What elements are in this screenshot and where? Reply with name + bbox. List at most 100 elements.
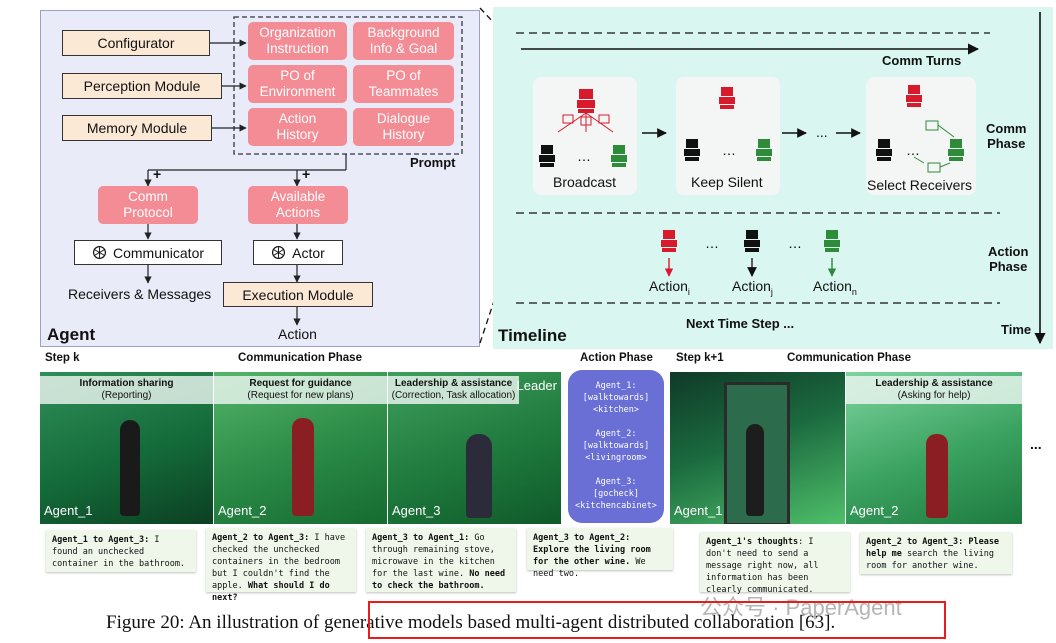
scene-figure <box>466 434 492 518</box>
message-speaker: Agent_1 to Agent_3: <box>52 535 150 545</box>
communicator-label: Communicator <box>112 244 205 261</box>
scene-figure <box>746 424 764 516</box>
action-phase-header: Action Phase <box>580 352 653 364</box>
scene-tag: Leadership & assistance(Asking for help) <box>846 376 1022 404</box>
message-speaker: Agent_1's thoughts <box>706 537 799 547</box>
keep-silent-label: Keep Silent <box>691 174 763 190</box>
action-agent: Agent_1: <box>595 381 637 391</box>
thought-bubble: Agent_1's thoughts: I don't need to send… <box>700 532 850 595</box>
action-verb: [gocheck] <box>592 489 640 499</box>
figure-caption: Figure 20: An illustration of generative… <box>106 612 835 634</box>
message-emphasis: No need to check the bathroom. <box>372 569 506 591</box>
scene-agent-label: Agent_2 <box>218 503 267 518</box>
scene-tag-title: Information sharing <box>79 378 174 389</box>
prompt-dialogue-history: Dialogue History <box>353 108 454 146</box>
action-agent: Agent_2: <box>595 429 637 439</box>
message-text: search the living room for another wine. <box>866 549 994 571</box>
action-entry: Agent_1:[walktowards]<kitchen> <box>568 380 664 416</box>
scene-screenshot-2: Request for guidance(Request for new pla… <box>214 372 387 524</box>
action-object: <kitchencabinet> <box>575 501 657 511</box>
scene-figure <box>120 420 140 516</box>
message-text: I found an unchecked container in the ba… <box>52 535 186 569</box>
message-speaker: Agent_3 to Agent_1: <box>372 533 470 543</box>
prompt-item-text: Action History <box>276 111 319 142</box>
timeline-panel-title: Timeline <box>498 326 567 345</box>
action-i-subscript: i <box>687 286 690 297</box>
action-i-label: Actioni <box>649 278 690 297</box>
action-entry: Agent_2:[walktowards]<livingroom> <box>568 428 664 464</box>
more-ellipsis: ... <box>1030 436 1042 452</box>
prompt-background-info: Background Info & Goal <box>353 22 454 60</box>
prompt-po-environment: PO of Environment <box>248 65 347 103</box>
communication-phase-label: Communication Phase <box>238 352 362 364</box>
memory-module-box: Memory Module <box>62 115 212 141</box>
prompt-po-teammates: PO of Teammates <box>353 65 454 103</box>
scene-screenshot-5: Leadership & assistance(Asking for help)… <box>846 372 1022 524</box>
execution-module-box: Execution Module <box>223 282 373 307</box>
action-agent: Agent_3: <box>595 477 637 487</box>
time-axis-label: Time <box>1001 322 1032 337</box>
ellipsis: ... <box>816 124 828 140</box>
agent-panel-title: Agent <box>47 325 96 344</box>
scene-figure <box>292 418 314 516</box>
openai-icon <box>92 245 107 260</box>
message-text: We need two. <box>533 557 646 579</box>
caption-prefix: Figure 20: An illustration of <box>106 612 324 633</box>
scene-agent-label: Agent_1 <box>44 503 93 518</box>
message-speaker: Agent_2 to Agent_3: Please help me <box>866 537 1000 559</box>
prompt-item-text: PO of Teammates <box>368 68 439 99</box>
scene-screenshot-1: Information sharing(Reporting) Agent_1 <box>40 372 213 524</box>
action-j-label: Actionj <box>732 278 773 297</box>
scene-tag-sub: (Correction, Task allocation) <box>391 390 516 401</box>
broadcast-label: Broadcast <box>553 174 617 190</box>
plus-sign: + <box>302 166 311 182</box>
communicator-box: Communicator <box>74 240 222 265</box>
action-phase-robots-icon: … … <box>661 230 840 252</box>
step-k-label: Step k <box>45 352 80 364</box>
prompt-item-text: Dialogue History <box>376 111 431 142</box>
scene-screenshot-4: Agent_1 <box>670 372 845 524</box>
receivers-messages-label: Receivers & Messages <box>68 286 212 302</box>
message-bubble: Agent_3 to Agent_1: Go through remaining… <box>366 528 516 592</box>
select-receivers-label: Select Receivers <box>867 177 973 193</box>
scene-screenshot-3: Leadership & assistance(Correction, Task… <box>388 372 561 524</box>
available-actions-text: Available Actions <box>270 189 326 220</box>
comm-protocol-box: Comm Protocol <box>98 186 198 224</box>
message-bubble: Agent_2 to Agent_3: Please help me searc… <box>860 532 1012 574</box>
action-phase-card: Agent_1:[walktowards]<kitchen> Agent_2: [… <box>568 370 664 523</box>
message-text: : I don't need to send a message right n… <box>706 537 819 595</box>
leader-label: Leader <box>516 378 557 393</box>
svg-text:…: … <box>577 148 591 164</box>
message-speaker: Agent_2 to Agent_3: <box>212 533 310 543</box>
step-k1-label: Step k+1 <box>676 352 724 364</box>
action-verb: [walktowards] <box>582 441 650 451</box>
message-speaker: Agent_3 to Agent_2: Explore the living r… <box>533 533 651 567</box>
keep-silent-card <box>676 77 780 195</box>
scene-tag: Request for guidance(Request for new pla… <box>214 376 387 404</box>
available-actions-box: Available Actions <box>248 186 348 224</box>
scene-tag-sub: (Request for new plans) <box>247 390 354 401</box>
scene-tag-sub: (Reporting) <box>101 390 152 401</box>
prompt-organization-instruction: Organization Instruction <box>248 22 347 60</box>
svg-text:…: … <box>906 142 920 158</box>
configurator-box: Configurator <box>62 30 210 56</box>
prompt-item-text: Organization Instruction <box>259 25 336 56</box>
scene-agent-label: Agent_2 <box>850 503 899 518</box>
select-receivers-robots-icon: … <box>876 85 964 173</box>
message-bubble: Agent_1 to Agent_3: I found an unchecked… <box>46 530 196 572</box>
scene-agent-label: Agent_1 <box>674 503 723 518</box>
action-i-text: Action <box>649 278 688 294</box>
comm-turns-label: Comm Turns <box>882 53 962 68</box>
communication-phase-label-2: Communication Phase <box>787 352 911 364</box>
message-bubble: Agent_2 to Agent_3: I have checked the u… <box>206 528 356 603</box>
perception-module-box: Perception Module <box>62 73 222 99</box>
openai-icon <box>271 245 286 260</box>
broadcast-robots-icon: … <box>539 89 627 167</box>
prompt-label: Prompt <box>410 155 456 170</box>
prompt-action-history: Action History <box>248 108 347 146</box>
action-n-text: Action <box>813 278 852 294</box>
scene-tag: Leadership & assistance(Correction, Task… <box>388 376 519 404</box>
message-text: Go through remaining stove, microwave in… <box>372 533 495 579</box>
actor-label: Actor <box>292 244 325 261</box>
